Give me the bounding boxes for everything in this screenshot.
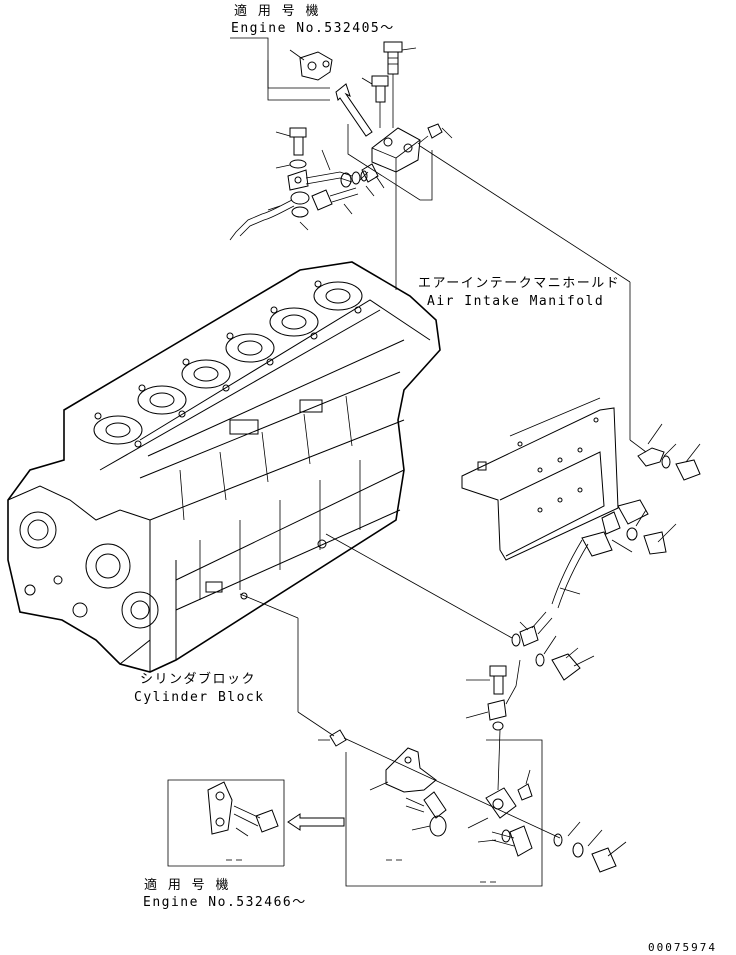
drawing-number: 00075974 bbox=[648, 941, 717, 954]
manifold-label-en: Air Intake Manifold bbox=[427, 294, 605, 309]
top-serial-label-en: Engine No.532405～ bbox=[231, 21, 395, 36]
right-upper-fasteners bbox=[551, 423, 701, 609]
bottom-serial-label-jp: 適 用 号 機 bbox=[144, 878, 230, 893]
cylinder-block-label-jp: シリンダブロック bbox=[140, 672, 257, 687]
upper-sensor-harness bbox=[229, 127, 375, 241]
side-cover-plate bbox=[461, 397, 619, 561]
inset-pointer-arrow bbox=[287, 813, 345, 831]
head-bolts bbox=[94, 280, 362, 448]
leader-lines bbox=[239, 145, 647, 839]
bottom-serial-label-en: Engine No.532466～ bbox=[143, 895, 307, 910]
bottom-serial-inset bbox=[167, 779, 285, 867]
top-serial-label-jp: 適 用 号 機 bbox=[234, 4, 320, 19]
lower-detail-box bbox=[318, 729, 627, 887]
direction-arrow-up bbox=[335, 83, 373, 137]
manifold-label-jp: エアーインテークマニホールド bbox=[418, 276, 621, 291]
cylinder-block-label-en: Cylinder Block bbox=[134, 690, 265, 705]
middle-clip-assembly bbox=[465, 611, 595, 791]
cylinder-head-ports bbox=[93, 281, 363, 445]
top-serial-inset bbox=[230, 37, 373, 137]
upper-bracket-assembly bbox=[347, 41, 453, 290]
top-inset-bracket bbox=[289, 49, 333, 81]
engine-block bbox=[7, 261, 441, 673]
